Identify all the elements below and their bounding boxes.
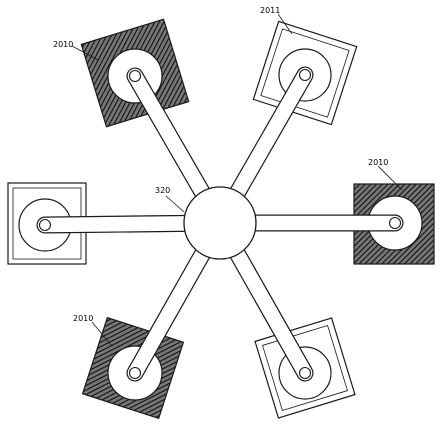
leader-right — [377, 165, 403, 191]
pin-top-right — [298, 68, 312, 82]
label-bottom-left: 2010 — [73, 314, 93, 323]
center-hub — [183, 186, 257, 260]
label-right: 2010 — [368, 158, 388, 167]
pin-right — [388, 216, 402, 230]
pin-top-left — [128, 69, 142, 83]
label-center: 320 — [155, 186, 170, 195]
label-top-right: 2011 — [260, 6, 280, 15]
label-top-left: 2010 — [53, 40, 73, 49]
pin-left — [38, 218, 52, 232]
leader-top-left — [71, 45, 99, 61]
leader-center — [165, 195, 185, 213]
leader-top-right — [277, 13, 293, 35]
pin-bottom-right — [298, 366, 312, 380]
leader-bottom-left — [91, 321, 113, 347]
pin-bottom-left — [128, 366, 142, 380]
